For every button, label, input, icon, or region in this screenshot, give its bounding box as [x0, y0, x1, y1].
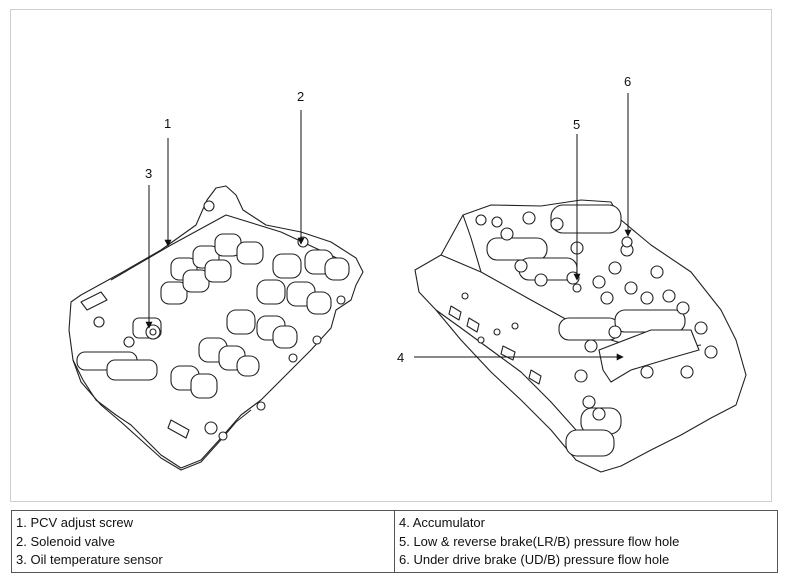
legend-item-accumulator: 4. Accumulator	[399, 515, 485, 530]
legend-item-pcv-adjust-screw: 1. PCV adjust screw	[16, 515, 134, 530]
solenoid-row-front	[170, 249, 350, 399]
callout-6: 6	[624, 74, 631, 89]
callout-4: 4	[397, 350, 404, 365]
callout-3: 3	[145, 166, 152, 181]
callout-5: 5	[573, 117, 580, 132]
legend-column-left: 1. PCV adjust screw 2. Solenoid valve 3.…	[12, 511, 394, 572]
bolt-heads	[475, 211, 718, 421]
legend-column-right: 4. Accumulator 5. Low & reverse brake(LR…	[394, 511, 777, 572]
legend-item-solenoid-valve: 2. Solenoid valve	[16, 533, 116, 549]
legend-item-oil-temperature-sensor: 3. Oil temperature sensor	[16, 552, 163, 567]
left-valve-body	[68, 185, 364, 471]
valve-body-drawing: 1 2 3 4 5 6	[68, 74, 747, 473]
parts-legend-table: 1. PCV adjust screw 2. Solenoid valve 3.…	[11, 510, 778, 573]
solenoid-row-upper	[160, 233, 264, 305]
callout-2: 2	[297, 89, 304, 104]
legend-item-lrb-pressure-hole: 5. Low & reverse brake(LR/B) pressure fl…	[399, 533, 680, 549]
callout-1: 1	[164, 116, 171, 131]
callout-leaders	[145, 93, 632, 361]
legend-item-udb-pressure-hole: 6. Under drive brake (UD/B) pressure flo…	[399, 552, 670, 567]
right-valve-body	[414, 199, 747, 473]
valve-body-illustration: 1 2 3 4 5 6	[10, 9, 772, 502]
